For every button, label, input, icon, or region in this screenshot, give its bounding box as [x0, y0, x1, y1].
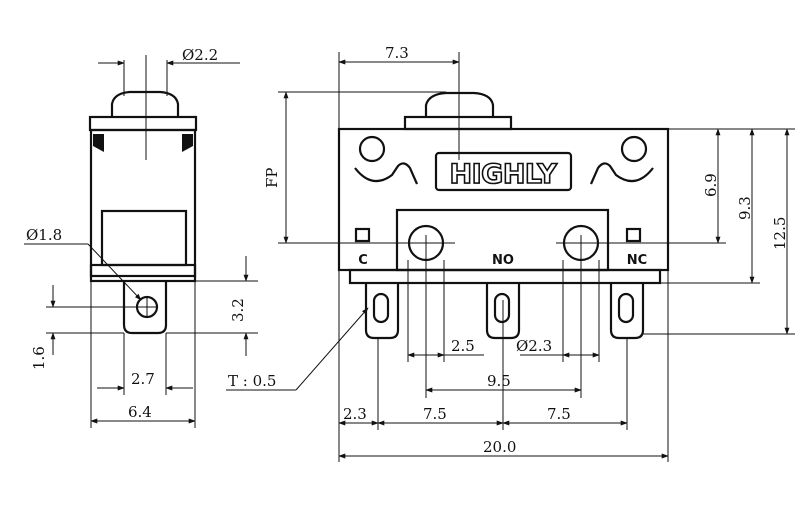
- dim-7-5-left: 7.5: [423, 405, 447, 423]
- front-dimensions: 7.3 FP 6.9 9.3 12.5: [226, 44, 795, 462]
- side-inner-panel: [100, 209, 188, 267]
- side-tab-left: [93, 134, 104, 152]
- dim-phi-1-8: Ø1.8: [26, 226, 62, 244]
- front-base: [348, 268, 662, 285]
- mount-hole-right: [620, 135, 648, 163]
- terminal-label-nc: NC: [627, 253, 647, 268]
- terminal-nc: [609, 283, 645, 340]
- side-view: [88, 55, 198, 335]
- side-actuator: [110, 90, 180, 117]
- mount-boss-left: [354, 162, 419, 185]
- mount-boss-right: [589, 162, 654, 185]
- front-actuator: [424, 91, 495, 117]
- dim-phi-2-2: Ø2.2: [182, 46, 218, 64]
- dim-3-2: 3.2: [229, 298, 247, 322]
- side-terminal: [122, 281, 168, 335]
- dim-fp: FP: [263, 167, 281, 188]
- dim-2-7: 2.7: [131, 370, 155, 388]
- dim-2-3: 2.3: [343, 405, 367, 423]
- dim-20-0: 20.0: [483, 438, 516, 456]
- dim-7-5-right: 7.5: [547, 405, 571, 423]
- mount-hole-left: [358, 135, 386, 163]
- brand-badge: [434, 151, 573, 192]
- brand-name: HIGHLY: [450, 159, 558, 190]
- dim-12-5: 12.5: [771, 217, 789, 250]
- dim-6-4: 6.4: [128, 403, 152, 421]
- side-dimensions: Ø2.2 Ø1.8 1.6 3.2 2.7 6.4: [24, 46, 258, 428]
- front-body: [337, 127, 670, 272]
- side-base: [89, 263, 197, 283]
- dim-9-3: 9.3: [736, 196, 754, 220]
- dim-phi-2-3: Ø2.3: [516, 337, 552, 355]
- dim-7-3: 7.3: [385, 44, 409, 62]
- front-view: HIGHLY C NO NC: [337, 91, 670, 340]
- dim-thickness: T : 0.5: [228, 372, 276, 390]
- dim-9-5: 9.5: [487, 372, 511, 390]
- side-tab-right: [182, 134, 193, 152]
- side-body: [89, 128, 197, 278]
- dim-6-9: 6.9: [702, 173, 720, 197]
- terminal-c: [364, 283, 400, 340]
- front-actuator-flange: [403, 115, 513, 131]
- dim-2-5: 2.5: [451, 337, 475, 355]
- terminal-label-no: NO: [492, 253, 514, 268]
- dim-1-6: 1.6: [30, 346, 48, 370]
- terminal-label-c: C: [358, 253, 368, 268]
- side-top-flange: [88, 115, 198, 132]
